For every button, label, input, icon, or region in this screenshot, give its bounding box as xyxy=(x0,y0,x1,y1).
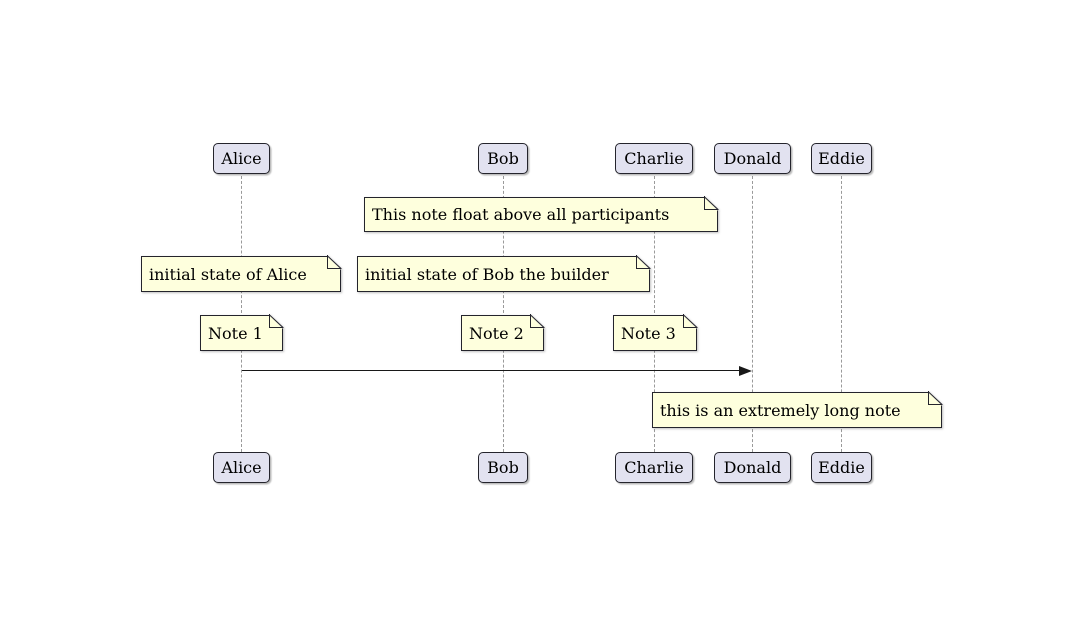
note-1-text: Note 1 xyxy=(208,323,263,343)
participant-top-donald: Donald xyxy=(714,143,791,174)
note-long-text: this is an extremely long note xyxy=(660,400,901,420)
note-3-text: Note 3 xyxy=(621,323,676,343)
lifeline-donald xyxy=(752,176,753,452)
note-fold-icon xyxy=(636,255,651,269)
participant-top-bob: Bob xyxy=(478,143,528,174)
note-2-text: Note 2 xyxy=(469,323,524,343)
participant-bottom-eddie: Eddie xyxy=(811,452,872,483)
participant-bottom-bob: Bob xyxy=(478,452,528,483)
note-initial-bob-text: initial state of Bob the builder xyxy=(365,264,609,284)
message-arrowhead-icon xyxy=(739,365,752,376)
lifeline-eddie xyxy=(841,176,842,452)
participant-top-alice: Alice xyxy=(213,143,270,174)
note-long: this is an extremely long note xyxy=(652,391,943,428)
participant-bottom-alice: Alice xyxy=(213,452,270,483)
note-1: Note 1 xyxy=(200,314,284,351)
note-floating: This note float above all participants xyxy=(364,196,719,232)
note-initial-alice-text: initial state of Alice xyxy=(149,264,307,284)
note-fold-icon xyxy=(683,314,698,328)
note-fold-icon xyxy=(530,314,545,328)
note-floating-text: This note float above all participants xyxy=(372,205,670,224)
note-fold-icon xyxy=(928,391,943,405)
participant-bottom-donald: Donald xyxy=(714,452,791,483)
note-2: Note 2 xyxy=(461,314,545,351)
participant-bottom-charlie: Charlie xyxy=(615,452,693,483)
note-initial-alice: initial state of Alice xyxy=(141,255,342,292)
lifeline-bob xyxy=(503,176,504,452)
message-arrow-line xyxy=(242,370,742,372)
note-fold-icon xyxy=(269,314,284,328)
note-fold-icon xyxy=(704,196,719,210)
participant-top-charlie: Charlie xyxy=(615,143,693,174)
note-3: Note 3 xyxy=(613,314,698,351)
lifeline-charlie xyxy=(654,176,655,452)
note-fold-icon xyxy=(327,255,342,269)
note-initial-bob: initial state of Bob the builder xyxy=(357,255,651,292)
participant-top-eddie: Eddie xyxy=(811,143,872,174)
lifeline-alice xyxy=(241,176,242,452)
